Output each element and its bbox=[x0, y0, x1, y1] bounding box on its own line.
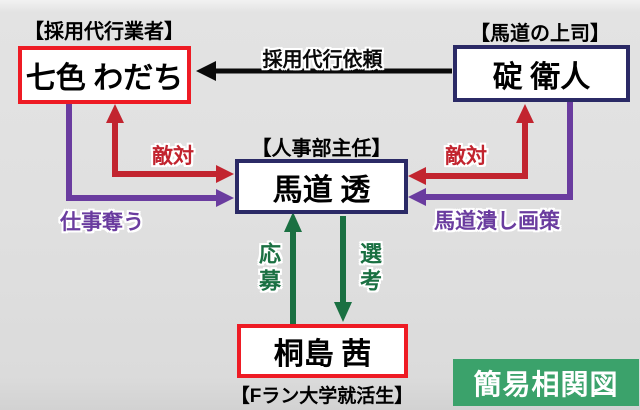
ikari-role-label: 【馬道の上司】 bbox=[470, 23, 610, 45]
crush-plot-label: 馬道潰し画策 bbox=[434, 210, 560, 233]
arrow-hire-request bbox=[196, 61, 452, 81]
nanairo-role-label: 【採用代行業者】 bbox=[24, 21, 184, 43]
umamichi-role-label: 【人事部主任】 bbox=[251, 138, 392, 160]
diagram-title-badge: 簡易相関図 bbox=[453, 359, 639, 406]
umamichi-node-box: 馬道 透 bbox=[235, 159, 408, 214]
selection-label: 選考 bbox=[357, 242, 382, 296]
steal-work-label: 仕事奪う bbox=[60, 211, 144, 234]
kirishima-name: 桐島 茜 bbox=[273, 338, 372, 371]
arrow-hostility-right bbox=[408, 104, 534, 185]
kirishima-role-label: 【Fラン大学就活生】 bbox=[230, 386, 414, 407]
arrow-crush-plot bbox=[408, 102, 573, 206]
hostility-right-label: 敵対 bbox=[445, 145, 487, 168]
ikari-node-box: 碇 衛人 bbox=[453, 45, 630, 102]
nanairo-name: 七色 わだち bbox=[25, 62, 184, 95]
arrow-hostility-left bbox=[106, 104, 234, 183]
ikari-name: 碇 衛人 bbox=[492, 60, 591, 94]
apply-label: 応募 bbox=[256, 242, 281, 296]
kirishima-node-box: 桐島 茜 bbox=[237, 324, 408, 378]
hostility-left-label: 敵対 bbox=[152, 145, 194, 168]
arrow-apply bbox=[284, 212, 302, 324]
hire-request-label: 採用代行依頼 bbox=[262, 49, 383, 71]
arrow-selection bbox=[334, 216, 352, 322]
nanairo-node-box: 七色 わだち bbox=[18, 46, 191, 104]
umamichi-name: 馬道 透 bbox=[272, 173, 371, 207]
diagram-title-text: 簡易相関図 bbox=[473, 369, 619, 401]
arrow-steal-work bbox=[66, 104, 234, 207]
